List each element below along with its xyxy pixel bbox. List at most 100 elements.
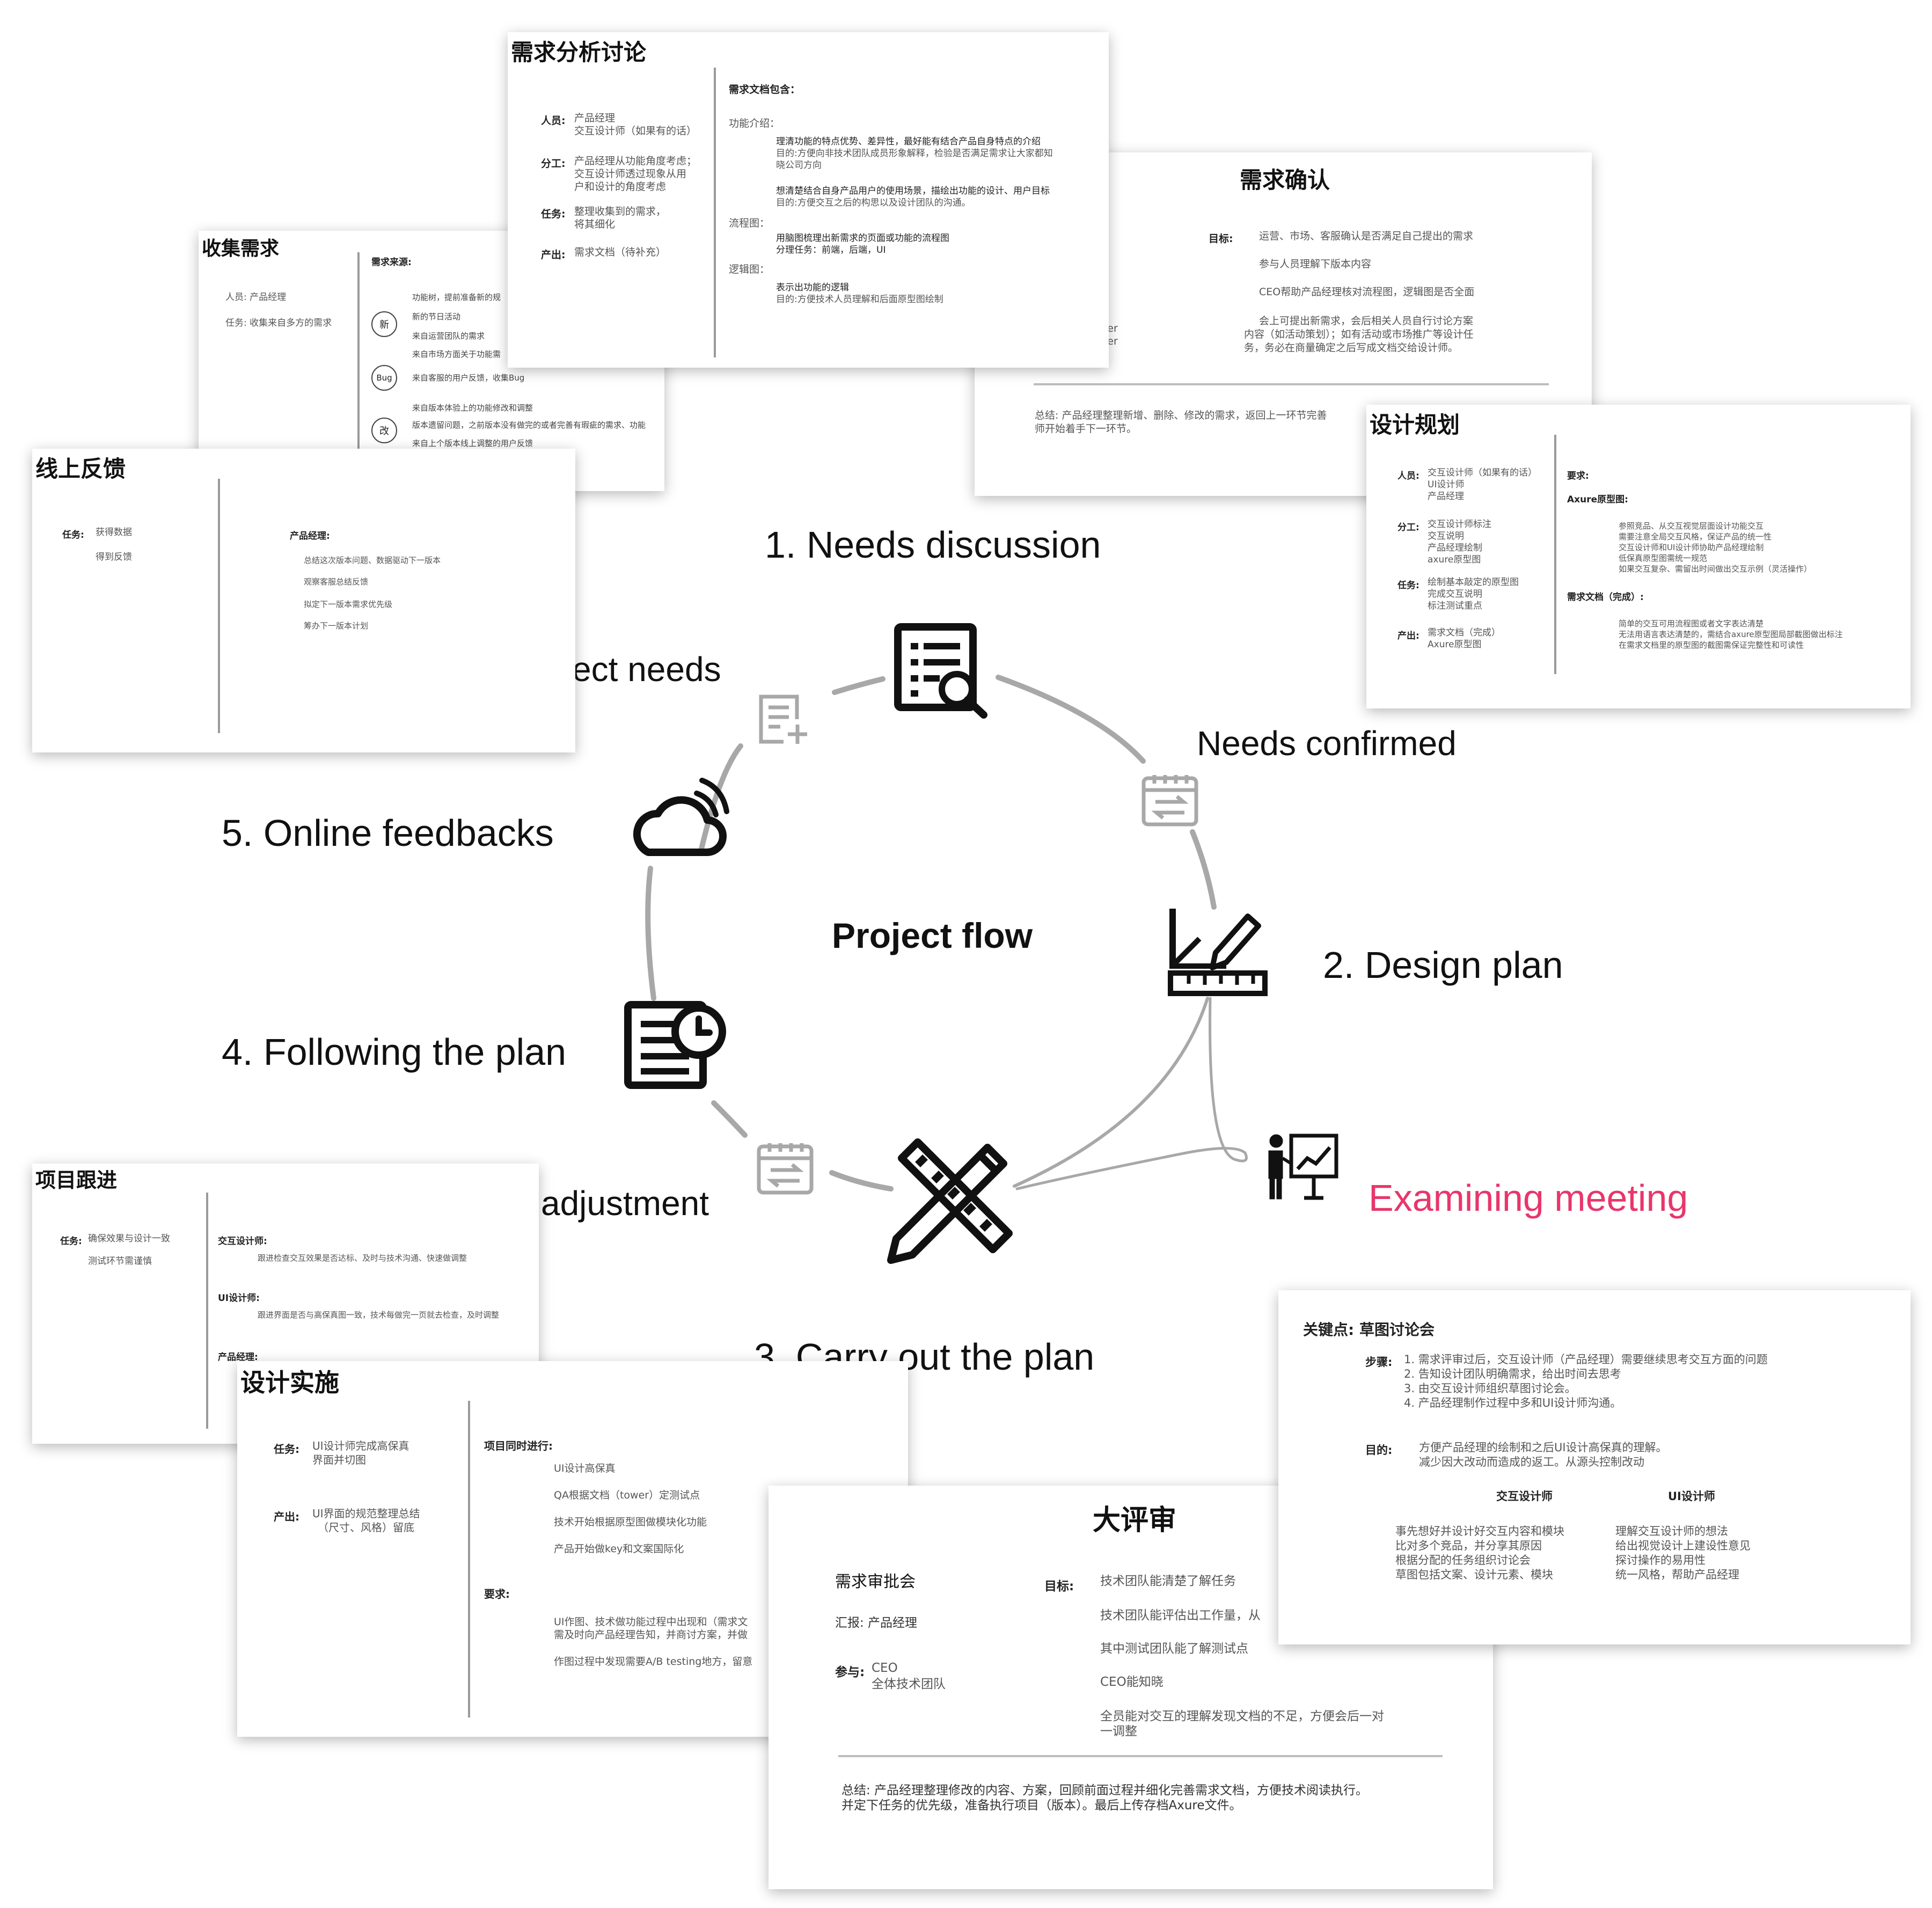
summary-b: 并定下任务的优先级，准备执行项目（版本）。最后上传存档Axure文件。 bbox=[841, 1799, 1242, 1812]
goal-key: 目标: bbox=[1044, 1580, 1074, 1593]
logic-title: 逻辑图： bbox=[729, 264, 770, 275]
goal-4b: 内容（如活动策划）；如有活动或市场推广等设计任 bbox=[1244, 328, 1474, 340]
func-2: 想清楚结合自身产品用户的使用场景，描绘出功能的设计、用户目标 bbox=[776, 186, 1050, 196]
center-title: Project flow bbox=[832, 916, 1033, 955]
axure-1: 参照竞品、从交互视觉层面设计功能交互 bbox=[1619, 521, 1764, 531]
col-1-item-4: 草图包括文案、设计元素、模块 bbox=[1395, 1568, 1553, 1581]
task-key: 任务: bbox=[274, 1443, 299, 1456]
connector-adjust-to-follow bbox=[711, 1100, 748, 1138]
transition-needs-confirmed: Needs confirmed bbox=[1197, 724, 1457, 763]
task-2: 完成交互说明 bbox=[1428, 589, 1482, 600]
task-1: 绘制基本敲定的原型图 bbox=[1428, 577, 1519, 588]
purpose-key: 目的: bbox=[1365, 1444, 1393, 1457]
step-2-label: 2. Design plan bbox=[1323, 944, 1563, 986]
report-text: 汇报: 产品经理 bbox=[835, 1616, 918, 1630]
task-1: 确保效果与设计一致 bbox=[88, 1233, 170, 1244]
output-key: 产出: bbox=[274, 1510, 299, 1523]
division-1: 交互设计师标注 bbox=[1428, 519, 1491, 530]
attend-key: 参与: bbox=[835, 1665, 865, 1679]
col-1-item-1: 事先想好并设计好交互内容和模块 bbox=[1395, 1525, 1564, 1538]
task-a: UI设计师完成高保真 bbox=[312, 1439, 409, 1452]
personnel-2: 交互设计师（如果有的话） bbox=[574, 125, 697, 137]
calendar-swap-icon bbox=[1141, 775, 1198, 827]
division-3: 户和设计的角度考虑 bbox=[574, 181, 667, 193]
task-2: 将其细化 bbox=[574, 218, 616, 230]
req-1a: UI作图、技术做功能过程中出现和（需求文 bbox=[554, 1616, 748, 1628]
task-key: 任务: bbox=[541, 208, 566, 220]
doc-1: 简单的交互可用流程图或者文字表达清楚 bbox=[1619, 619, 1764, 628]
goal-2: 参与人员理解下版本内容 bbox=[1259, 258, 1372, 270]
func-title: 功能介绍： bbox=[729, 118, 780, 129]
axure-title: Axure原型图: bbox=[1567, 494, 1628, 505]
logic-purpose: 目的:方便技术人员理解和后面原型图绘制 bbox=[776, 294, 943, 305]
ruler-pencil-cross-icon bbox=[887, 1138, 1013, 1264]
goal-5b: 一调整 bbox=[1100, 1724, 1137, 1738]
goal-4a: 会上可提出新需求，会后相关人员自行讨论方案 bbox=[1259, 315, 1474, 327]
division-2: 交互设计师透过现象从用 bbox=[574, 168, 687, 180]
card-title: 大评审 bbox=[1093, 1504, 1177, 1537]
doc-title: 需求文档包含： bbox=[729, 84, 801, 96]
connector-design-to-execute bbox=[1013, 997, 1209, 1188]
card-title: 线上反馈 bbox=[35, 456, 126, 482]
task-2: 得到反馈 bbox=[96, 552, 132, 562]
func-1-purpose: 目的:方便向非技术团队成员形象解释，检验是否满足需求让大家都知 bbox=[776, 148, 1053, 159]
step-1-label: 1. Needs discussion bbox=[765, 524, 1101, 566]
divider bbox=[468, 1401, 470, 1717]
axure-2: 需要注意全局交互风格，保证产品的统一性 bbox=[1619, 532, 1772, 542]
output-text: 需求文档（待补充） bbox=[574, 246, 667, 258]
goal-3: 其中测试团队能了解测试点 bbox=[1100, 1642, 1248, 1656]
personnel-1: 交互设计师（如果有的话） bbox=[1428, 467, 1537, 478]
divider bbox=[357, 252, 360, 488]
source-8: 来自上个版本线上调整的用户反馈 bbox=[412, 438, 533, 448]
col-2-item-4: 统一风格，帮助产品经理 bbox=[1615, 1568, 1739, 1581]
card-key-point: 关键点: 草图讨论会 步骤: 1. 需求评审过后，交互设计师（产品经理）需要继续… bbox=[1278, 1290, 1911, 1644]
summary-a: 总结: 产品经理整理修改的内容、方案，回顾前面过程并细化完善需求文档，方便技术阅… bbox=[841, 1783, 1368, 1797]
transition-examining-meeting: Examining meeting bbox=[1368, 1177, 1688, 1219]
output-key: 产出: bbox=[541, 249, 566, 261]
source-7: 版本遗留问题，之前版本没有做完的或者完善有瑕疵的需求、功能 bbox=[412, 420, 646, 430]
func-1-purpose-2: 晓公司方向 bbox=[776, 160, 822, 171]
division-2: 交互说明 bbox=[1428, 531, 1464, 542]
connector-follow-to-feedback bbox=[645, 866, 656, 1001]
steps-key: 步骤: bbox=[1365, 1356, 1393, 1369]
col-1-title: 交互设计师 bbox=[1496, 1490, 1553, 1503]
axure-3: 交互设计师和UI设计师协助产品经理绘制 bbox=[1619, 543, 1764, 552]
task-1: 整理收集到的需求， bbox=[574, 206, 667, 217]
col-2-item-2: 给出视觉设计上建设性意见 bbox=[1615, 1539, 1751, 1552]
output-2: Axure原型图 bbox=[1428, 639, 1482, 650]
req-2: 作图过程中发现需要A/B testing地方，留意 bbox=[554, 1656, 753, 1668]
doc-3: 在需求文档里的原型图的截图需保证完整性和可读性 bbox=[1619, 640, 1804, 650]
presenter-board-icon bbox=[1268, 1134, 1338, 1200]
flow-title: 流程图： bbox=[729, 217, 770, 229]
purpose-1: 方便产品经理的绘制和之后UI设计高保真的理解。 bbox=[1419, 1441, 1667, 1454]
calendar-swap-icon-2 bbox=[757, 1143, 814, 1195]
pm-3: 拟定下一版本需求优先级 bbox=[304, 600, 393, 609]
personnel-key: 人员: bbox=[1397, 471, 1419, 481]
task-3: 标注测试重点 bbox=[1428, 601, 1482, 611]
step-4: 4. 产品经理制作过程中多和UI设计师沟通。 bbox=[1404, 1397, 1622, 1409]
output-1: 需求文档（完成） bbox=[1428, 627, 1501, 638]
divider bbox=[838, 1755, 1443, 1757]
output-a: UI界面的规范整理总结 bbox=[312, 1507, 420, 1520]
func-1: 理清功能的特点优势、差异性，最好能有结合产品自身特点的介绍 bbox=[776, 136, 1041, 147]
divider bbox=[218, 479, 220, 733]
connector-execute-to-adjust bbox=[829, 1170, 894, 1191]
flow-1: 用脑图梳理出新需求的页面或功能的流程图 bbox=[776, 233, 949, 244]
goal-4: CEO能知晓 bbox=[1100, 1675, 1163, 1689]
task-text: 任务: 收集来自多方的需求 bbox=[225, 318, 332, 328]
document-search-icon bbox=[894, 623, 987, 719]
col-2-item-3: 探讨操作的易用性 bbox=[1615, 1554, 1706, 1567]
connector-design-to-meeting bbox=[1015, 997, 1248, 1190]
req-title: 要求: bbox=[484, 1588, 510, 1600]
logic-1: 表示出功能的逻辑 bbox=[776, 282, 849, 293]
meeting-title: 需求审批会 bbox=[835, 1573, 916, 1591]
card-design-plan: 设计规划 人员: 交互设计师（如果有的话） UI设计师 产品经理 分工: 交互设… bbox=[1366, 405, 1911, 708]
division-1: 产品经理从功能角度考虑； bbox=[574, 155, 697, 167]
goal-2: 技术团队能评估出工作量，从 bbox=[1100, 1609, 1261, 1622]
personnel-1: 产品经理 bbox=[574, 112, 616, 124]
pm-2: 观察客服总结反馈 bbox=[304, 577, 369, 587]
card-title: 关键点: 草图讨论会 bbox=[1303, 1321, 1435, 1339]
personnel-3: 产品经理 bbox=[1428, 491, 1464, 502]
connector-collect-to-needs bbox=[832, 676, 885, 695]
division-key: 分工: bbox=[1397, 522, 1419, 533]
